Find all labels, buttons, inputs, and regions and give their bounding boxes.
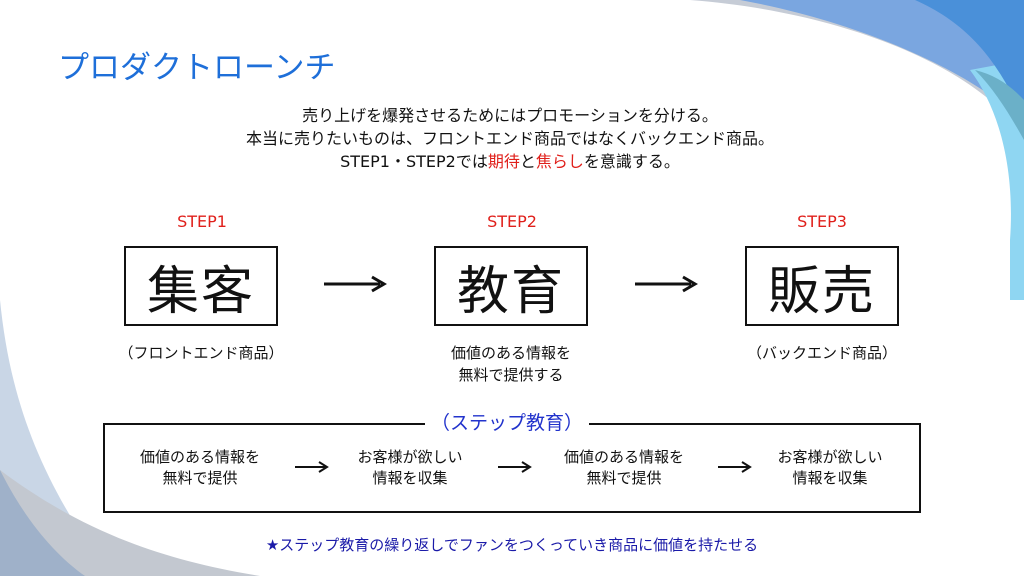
intro-line-1: 売り上げを爆発させるためにはプロモーションを分ける。 [302, 106, 718, 125]
step-education-title: （ステップ教育） [425, 408, 590, 435]
arrow-right-icon [324, 275, 387, 293]
loop-item-2: お客様が欲しい 情報を収集 [320, 447, 500, 489]
intro-text: 売り上げを爆発させるためにはプロモーションを分ける。 本当に売りたいものは、フロ… [200, 104, 820, 173]
step2-box: 教育 [434, 246, 588, 326]
decor-wave-blue-mid [740, 0, 1024, 120]
loop-item-3-line1: 価値のある情報を [563, 448, 684, 466]
step1-caption: （フロントエンド商品） [101, 342, 301, 364]
loop-item-3: 価値のある情報を 無料で提供 [534, 447, 714, 489]
step1-name: 集客 [146, 261, 255, 322]
step3-name: 販売 [767, 261, 876, 322]
step2-label: STEP2 [487, 212, 537, 231]
footer-note: ★ステップ教育の繰り返しでファンをつくっていき商品に価値を持たせる [265, 536, 759, 554]
step1-caption-line1: （フロントエンド商品） [118, 344, 284, 362]
step3-label: STEP3 [797, 212, 847, 231]
decor-wave-blue-strong [915, 0, 1024, 110]
arrow-right-icon [295, 461, 329, 473]
emphasis-expectation: 期待 [487, 152, 520, 171]
step1-label: STEP1 [177, 212, 227, 231]
emphasis-teasing: 焦らし [535, 152, 584, 171]
loop-item-4-line1: お客様が欲しい [777, 448, 883, 466]
step1-box: 集客 [124, 246, 278, 326]
arrow-right-icon [498, 461, 532, 473]
intro-line-3-suffix: を意識する。 [583, 152, 680, 171]
intro-line-2: 本当に売りたいものは、フロントエンド商品ではなくバックエンド商品。 [245, 129, 774, 148]
step2-caption-line1: 価値のある情報を [450, 344, 571, 362]
loop-item-4-line2: 情報を収集 [792, 469, 868, 487]
decor-wave-teal [975, 70, 1024, 140]
step2-caption-line2: 無料で提供する [458, 366, 564, 384]
loop-item-3-line2: 無料で提供 [586, 469, 662, 487]
loop-item-2-line1: お客様が欲しい [357, 448, 463, 466]
intro-line-3: STEP1・STEP2では期待と焦らしを意識する。 [200, 150, 820, 173]
step3-box: 販売 [745, 246, 899, 326]
loop-item-1: 価値のある情報を 無料で提供 [110, 447, 290, 489]
decor-wave-cyan [970, 60, 1024, 300]
step2-name: 教育 [456, 261, 565, 322]
loop-item-2-line2: 情報を収集 [372, 469, 448, 487]
slide-title: プロダクトローンチ [58, 50, 336, 86]
step3-caption: （バックエンド商品） [722, 342, 922, 364]
intro-line-3-prefix: STEP1・STEP2では [340, 152, 488, 171]
step3-caption-line1: （バックエンド商品） [746, 344, 897, 362]
decor-wave-bottom-gray [0, 470, 260, 576]
loop-item-1-line2: 無料で提供 [162, 469, 238, 487]
step2-caption: 価値のある情報を 無料で提供する [411, 342, 611, 386]
intro-line-3-mid: と [519, 152, 536, 171]
arrow-right-icon [635, 275, 698, 293]
loop-item-1-line1: 価値のある情報を [139, 448, 260, 466]
loop-item-4: お客様が欲しい 情報を収集 [740, 447, 920, 489]
arrow-right-icon [718, 461, 752, 473]
decor-wave-left-dark [0, 470, 85, 576]
